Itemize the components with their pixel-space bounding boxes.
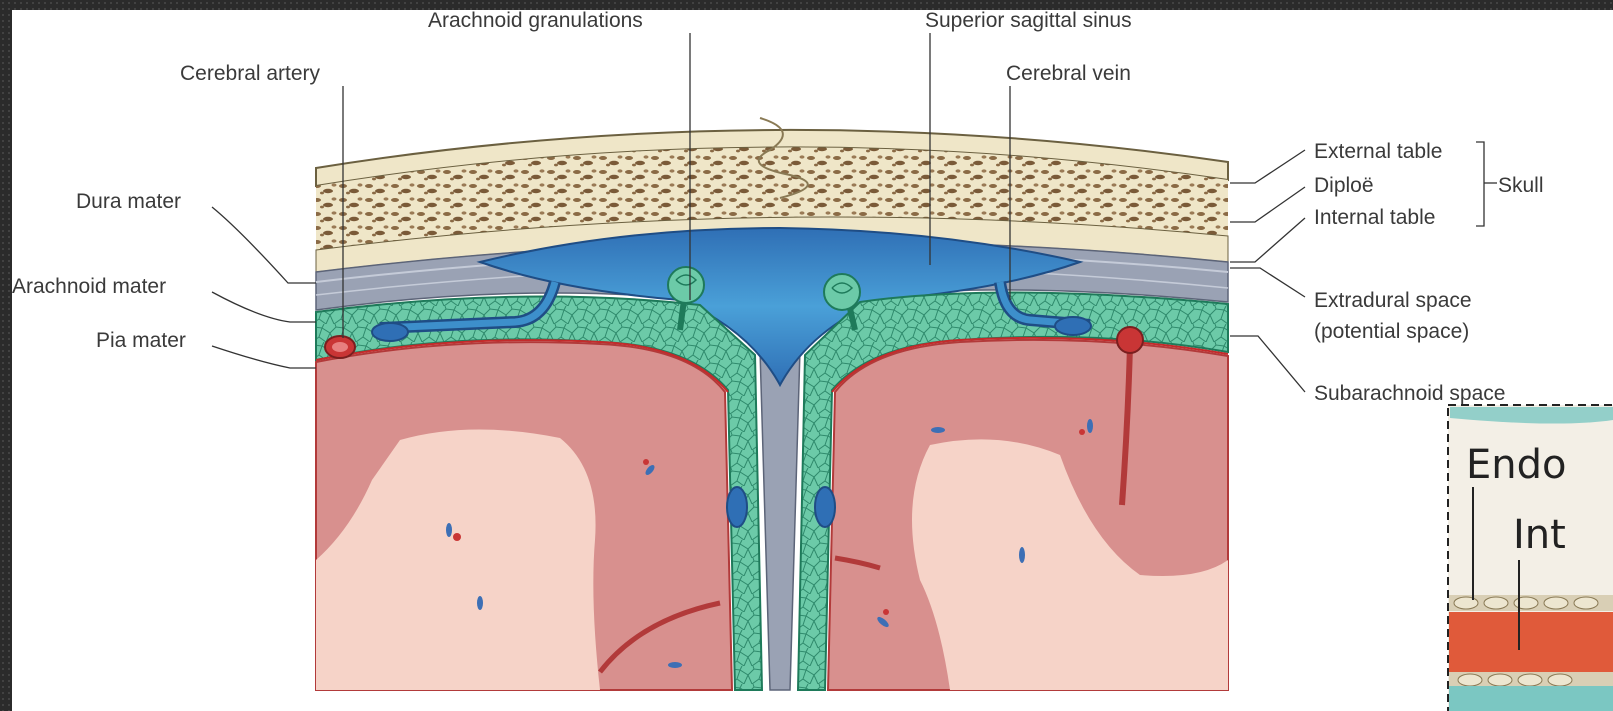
right-hemisphere	[828, 340, 1228, 690]
label-extradural-space: Extradural space	[1314, 289, 1472, 312]
inset-label-endo: Endo	[1466, 442, 1567, 488]
label-pia-mater: Pia mater	[96, 329, 186, 352]
label-skull: Skull	[1498, 174, 1544, 197]
label-cerebral-artery: Cerebral artery	[180, 62, 321, 85]
label-arachnoid-granulations: Arachnoid granulations	[428, 10, 643, 32]
inset-label-int: Int	[1513, 512, 1566, 558]
label-arachnoid-mater: Arachnoid mater	[12, 275, 166, 298]
label-external-table: External table	[1314, 140, 1442, 163]
label-extradural-potential: (potential space)	[1314, 320, 1469, 343]
inset-panel: Endo Int	[1448, 405, 1613, 711]
meninges-diagram: Arachnoid granulations Superior sagittal…	[12, 10, 1613, 711]
label-superior-sagittal-sinus: Superior sagittal sinus	[925, 10, 1132, 32]
label-subarachnoid-space: Subarachnoid space	[1314, 382, 1505, 405]
cerebral-artery-right	[1117, 327, 1143, 353]
diagram-panel: Arachnoid granulations Superior sagittal…	[12, 10, 1613, 711]
label-diploe: Diploë	[1314, 174, 1374, 197]
label-cerebral-vein: Cerebral vein	[1006, 62, 1131, 85]
label-dura-mater: Dura mater	[76, 190, 181, 213]
left-hemisphere	[316, 342, 732, 690]
label-internal-table: Internal table	[1314, 206, 1435, 229]
